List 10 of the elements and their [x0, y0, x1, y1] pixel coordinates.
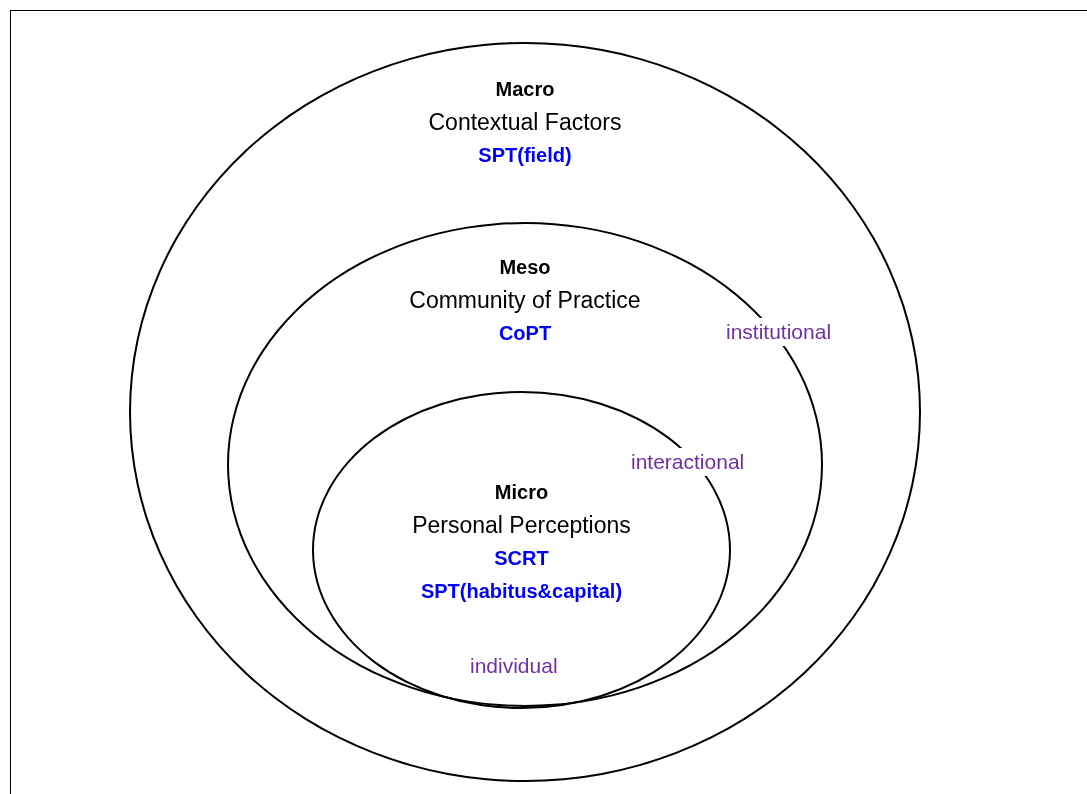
level-description: Community of Practice: [409, 287, 641, 314]
theory-label: CoPT: [498, 322, 552, 345]
level-description: Personal Perceptions: [412, 512, 631, 539]
theory-label: SPT(habitus&capital): [420, 580, 623, 603]
level-heading: Meso: [499, 256, 551, 279]
level-heading: Macro: [495, 78, 555, 101]
theory-label: SPT(field): [478, 144, 572, 167]
level-description: Contextual Factors: [428, 109, 622, 136]
level-heading: Micro: [494, 481, 549, 504]
theory-label: SCRT: [494, 547, 549, 570]
